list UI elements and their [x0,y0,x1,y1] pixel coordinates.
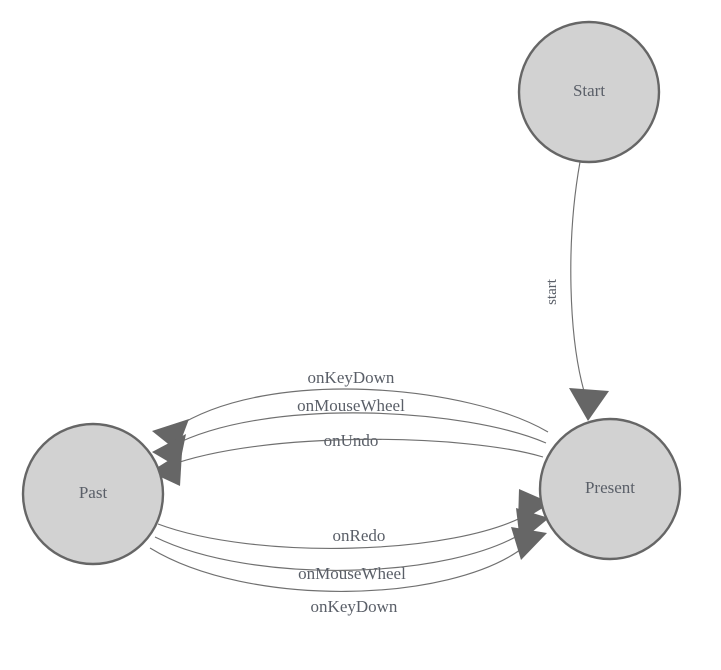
edge-past-to-present-onmousewheel[interactable]: onMouseWheel [154,508,549,583]
edge-present-past-3-path [167,438,544,467]
node-present-label: Present [585,478,635,497]
arrowhead-present-onkeydown [511,527,547,560]
edge-label-past-present-3: onKeyDown [311,597,398,616]
node-present-circle [538,417,682,561]
edge-label-present-past-3: onUndo [324,431,379,450]
node-present[interactable]: Present [538,417,682,561]
arrowhead-past-onundo [150,452,182,486]
node-start-label: Start [573,81,605,100]
node-past-circle [21,422,165,566]
edge-past-present-2-path [154,529,528,571]
edge-present-past-1-path [174,388,549,433]
edge-label-present-past-1: onKeyDown [308,368,395,387]
edge-label-past-present-1: onRedo [333,526,386,545]
edge-start-present-path [570,161,587,399]
edge-label-start: start [544,278,560,305]
edge-past-to-present-onredo[interactable]: onRedo [157,489,551,549]
node-start[interactable]: Start [517,20,661,164]
node-past[interactable]: Past [21,422,165,566]
edge-past-present-1-path [157,512,531,549]
arrowhead-present-from-start [569,388,609,421]
edge-label-present-past-2: onMouseWheel [297,396,405,415]
edge-present-past-2-path [171,412,547,447]
edge-start-to-present[interactable]: start [544,161,609,421]
edge-present-to-past-onundo[interactable]: onUndo [150,431,544,486]
edge-label-past-present-2: onMouseWheel [298,564,406,583]
node-start-circle [517,20,661,164]
edge-past-to-present-onkeydown[interactable]: onKeyDown [149,527,547,616]
edge-past-present-3-path [149,546,525,592]
node-past-label: Past [79,483,108,502]
